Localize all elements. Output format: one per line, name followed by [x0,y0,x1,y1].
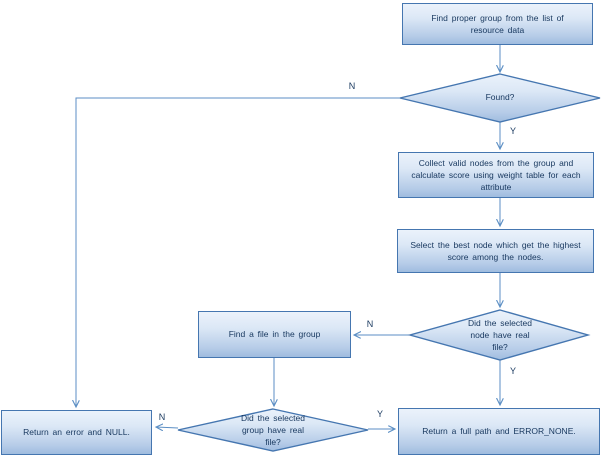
edge-found-no [76,97,400,407]
edge-group-no [156,427,179,428]
edge-label-node-yes: Y [509,366,516,376]
decision-node-has-file-shape [407,309,591,361]
node-find-file-in-group: Find a file in the group [198,311,351,358]
node-find-proper-group: Find proper group from the list of resou… [402,3,593,45]
decision-found-shape [399,73,601,123]
edge-label-found-yes: Y [509,126,516,136]
node-select-best-node: Select the best node which get the highe… [397,229,594,273]
node-collect-valid-nodes: Collect valid nodes from the group and c… [398,152,594,198]
edge-label-group-no: N [158,412,166,422]
edge-label-found-no: N [348,81,356,91]
edge-label-node-no: N [366,319,374,329]
edge-label-group-yes: Y [376,409,383,419]
node-return-error: Return an error and NULL. [1,410,152,455]
decision-group-has-file-shape [177,408,369,452]
node-return-full-path: Return a full path and ERROR_NONE. [398,408,600,455]
